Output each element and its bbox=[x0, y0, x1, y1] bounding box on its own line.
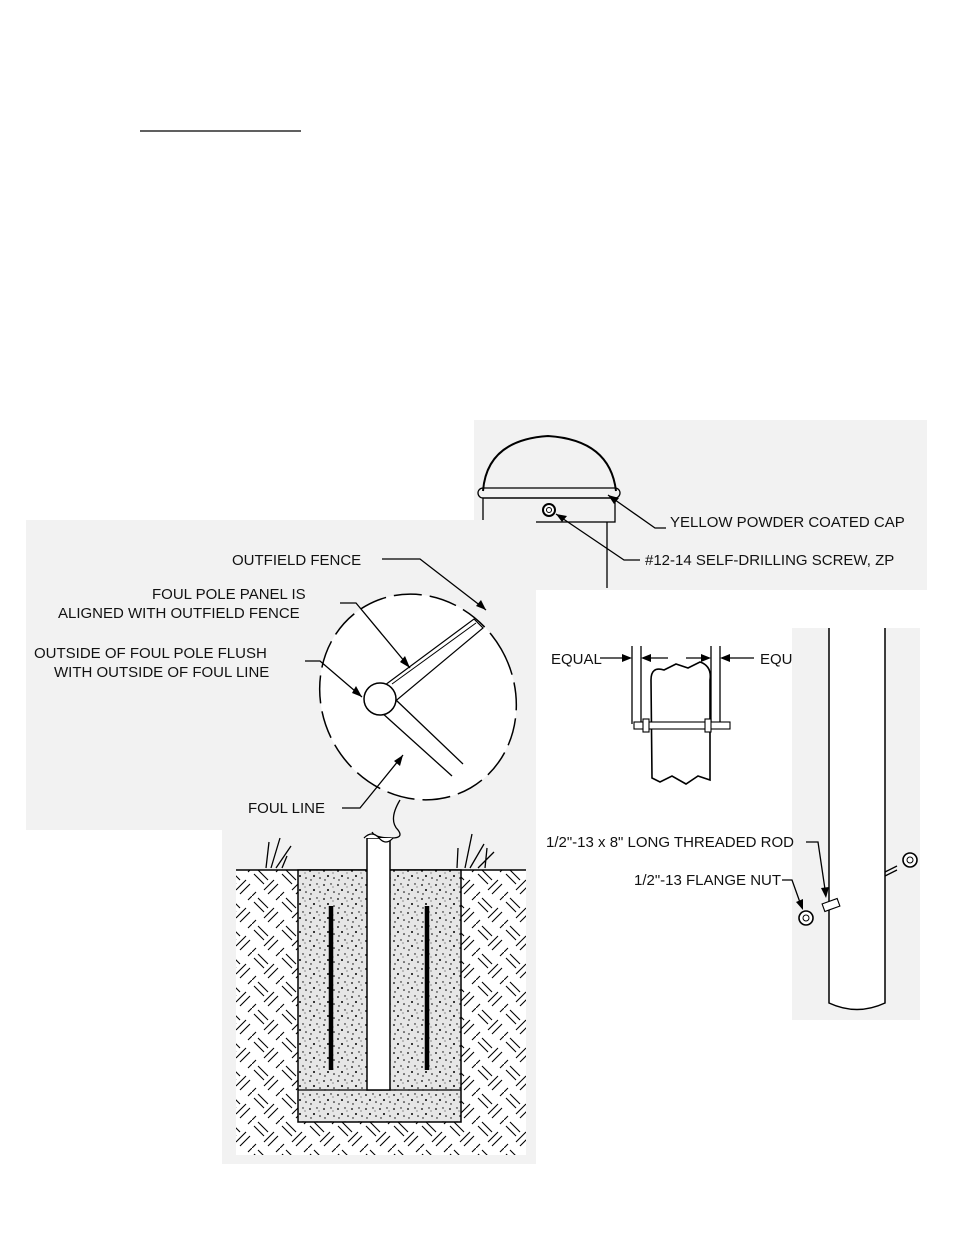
flush-label-line2: WITH OUTSIDE OF FOUL LINE bbox=[54, 664, 269, 681]
grass-tuft-icon bbox=[265, 837, 292, 869]
foul-line-edge-left bbox=[380, 711, 453, 777]
outfield-fence-label: OUTFIELD FENCE bbox=[232, 552, 361, 569]
screw-icon bbox=[542, 503, 556, 517]
foul-line-edge-right bbox=[395, 699, 464, 765]
grass-tuft-icon bbox=[456, 833, 495, 869]
flush-label-line1: OUTSIDE OF FOUL POLE FLUSH bbox=[34, 645, 267, 662]
threaded-rod-through bbox=[633, 721, 731, 730]
arrowhead-icon bbox=[608, 495, 619, 504]
flange-nut-label: 1/2"-13 FLANGE NUT bbox=[634, 872, 781, 889]
panel-label-line2: ALIGNED WITH OUTFIELD FENCE bbox=[58, 605, 300, 622]
cap-leader bbox=[607, 494, 666, 529]
foul-pole-elevation bbox=[828, 628, 886, 1011]
arrowhead-icon bbox=[701, 654, 711, 662]
panel-leader bbox=[340, 602, 411, 669]
screw-label: #12-14 SELF-DRILLING SCREW, ZP bbox=[645, 552, 894, 569]
arrowhead-icon bbox=[641, 654, 651, 662]
panel-label-line1: FOUL POLE PANEL IS bbox=[152, 586, 306, 603]
flush-leader bbox=[305, 660, 363, 698]
arrowhead-icon bbox=[556, 514, 567, 522]
arrowhead-icon bbox=[720, 654, 730, 662]
screw-leader bbox=[555, 513, 640, 561]
foul-pole-circle bbox=[363, 682, 397, 716]
threaded-rod-label: 1/2"-13 x 8" LONG THREADED ROD bbox=[546, 834, 794, 851]
rod-leader bbox=[806, 841, 827, 897]
outfield-fence-leader bbox=[382, 558, 487, 611]
nut-right-icon bbox=[704, 718, 712, 733]
pole-break-line bbox=[363, 833, 394, 843]
threaded-rod-icon bbox=[821, 897, 841, 913]
foundation-detail: OUTFIELD FENCE FOUL POLE PANEL IS ALIGNE… bbox=[26, 520, 536, 1164]
cap-band bbox=[482, 497, 616, 523]
flange-nut-icon bbox=[902, 852, 918, 868]
nut-leader bbox=[782, 879, 803, 909]
foul-line-label: FOUL LINE bbox=[248, 800, 325, 817]
break-leader bbox=[371, 799, 401, 839]
cap-label: YELLOW POWDER COATED CAP bbox=[670, 514, 905, 531]
enlargement-oval bbox=[318, 593, 518, 801]
pole-rod-detail: 1/2"-13 x 8" LONG THREADED ROD 1/2"-13 F… bbox=[546, 628, 920, 1020]
cap-dome bbox=[482, 434, 617, 492]
cap-detail: YELLOW POWDER COATED CAP #12-14 SELF-DRI… bbox=[474, 420, 927, 590]
foul-pole-section bbox=[366, 837, 391, 1091]
panel-clearance-detail: EQUAL EQUAL bbox=[551, 646, 811, 785]
equal-label-left: EQUAL bbox=[551, 651, 602, 668]
foul-line-leader bbox=[342, 754, 404, 809]
arrowhead-icon bbox=[622, 654, 632, 662]
threaded-rod-exit bbox=[884, 865, 898, 877]
nut-left-icon bbox=[642, 718, 650, 733]
flange-nut-icon bbox=[798, 910, 814, 926]
